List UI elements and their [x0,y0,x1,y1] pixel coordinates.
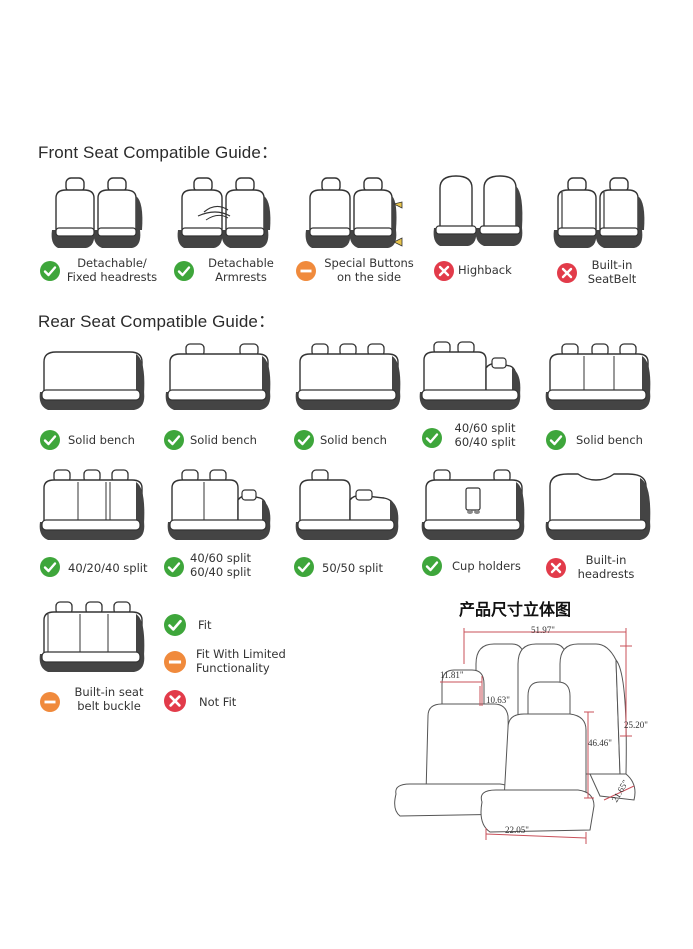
rear-seat-built-in-buckle [39,601,145,672]
front-seat-detachable-headrests [51,177,143,248]
dim-headrest-height: 10.63" [486,695,510,705]
front-label-detachable-headrests: Detachable/ Fixed headrests [66,256,158,284]
rear-label-solid-bench: Solid bench [320,433,387,447]
rear-seat-40-60-split-alt [167,469,271,540]
legend-not-fit-icon [164,690,186,712]
legend-limited-icon [164,651,186,673]
rear-seat-solid-bench-3-headrests [295,343,401,410]
rear-label-cup-holders: Cup holders [452,559,521,573]
dimension-diagram [394,628,636,844]
rear-seat-40-20-40-split [39,469,145,540]
rear-label-40-60-split: 40/60 split 60/40 split [454,421,516,449]
rear-label-solid-bench: Solid bench [576,433,643,447]
dim-seat-width: 22.05" [505,825,529,835]
fit-check-icon [174,261,194,281]
front-seat-built-in-seatbelt [553,177,645,248]
dim-rear-height: 25.20" [624,720,648,730]
fit-check-icon [40,557,60,577]
rear-label-built-in-headrests: Built-in headrests [577,553,635,581]
rear-label-built-in-buckle: Built-in seat belt buckle [74,685,144,713]
front-label-highback: Highback [458,263,512,277]
rear-seat-solid-bench-2-headrests [165,343,271,410]
front-section-title: Front Seat Compatible Guide： [38,143,278,162]
rear-label-40-20-40-split: 40/20/40 split [68,561,148,575]
rear-seat-solid-bench-3-seats [545,343,651,410]
not-fit-x-icon [434,261,454,281]
fit-check-icon [294,557,314,577]
limited-minus-icon [296,261,316,281]
front-label-detachable-armrests: Detachable Armrests [208,256,274,284]
limited-minus-icon [40,692,60,712]
front-label-special-buttons: Special Buttons on the side [324,256,414,284]
rear-seat-50-50-split [295,469,399,540]
fit-check-icon [40,261,60,281]
rear-label-40-60-split: 40/60 split 60/40 split [190,551,251,579]
fit-check-icon [422,556,442,576]
not-fit-x-icon [546,558,566,578]
rear-label-solid-bench: Solid bench [190,433,257,447]
rear-seat-built-in-headrests [545,473,651,540]
rear-section-title: Rear Seat Compatible Guide： [38,312,276,331]
rear-seat-40-60-split [419,341,521,410]
fit-check-icon [40,430,60,450]
front-seat-special-buttons [305,177,403,248]
fit-check-icon [164,557,184,577]
dim-width-total: 51.97" [531,625,555,635]
dimension-diagram-title: 产品尺寸立体图 [459,600,572,619]
legend-fit-icon [164,614,186,636]
fit-check-icon [294,430,314,450]
front-label-built-in-seatbelt: Built-in SeatBelt [587,258,637,286]
dim-headrest-width: 11.81" [440,670,464,680]
front-seat-detachable-armrests [177,177,271,248]
rear-label-solid-bench: Solid bench [68,433,135,447]
legend-not-fit-label: Not Fit [199,695,237,709]
fit-check-icon [546,430,566,450]
legend-fit-label: Fit [198,618,212,632]
not-fit-x-icon [557,263,577,283]
fit-check-icon [422,428,442,448]
front-seat-highback [433,175,523,246]
rear-label-50-50-split: 50/50 split [322,561,383,575]
fit-check-icon [164,430,184,450]
legend-limited-label: Fit With Limited Functionality [196,647,286,675]
rear-seat-cup-holders [421,469,525,540]
dim-front-height: 46.46" [588,738,612,748]
rear-seat-solid-bench-plain [39,351,145,410]
